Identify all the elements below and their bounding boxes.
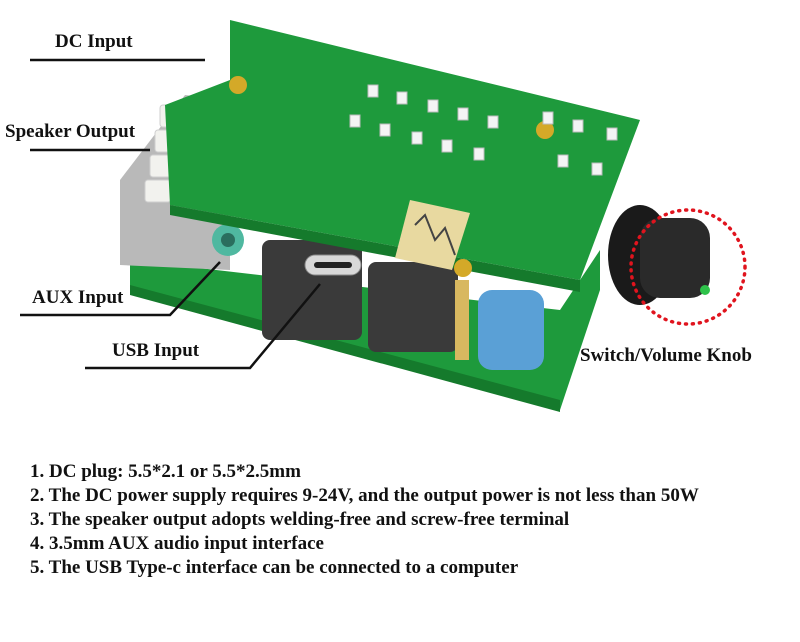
screw [454,259,472,277]
feature-item: 1. DC plug: 5.5*2.1 or 5.5*2.5mm [30,461,301,482]
upper-pcb [165,20,640,280]
capacitor [478,290,544,370]
screw [229,76,247,94]
knob-highlight-circle [629,208,747,326]
callout-lines [20,58,321,370]
aux-input-label: AUX Input [32,287,124,308]
feature-list: 1. DC plug: 5.5*2.1 or 5.5*2.5mm 2. The … [30,460,790,580]
feature-item: 4. 3.5mm AUX audio input interface [30,533,324,554]
lower-pcb [130,250,600,410]
usb-input-label: USB Input [112,340,200,361]
status-leds [349,84,618,176]
feature-item: 2. The DC power supply requires 9-24V, a… [30,485,699,506]
dc-input-label: DC Input [55,31,133,52]
knob-label: Switch/Volume Knob [580,345,752,366]
feature-item: 5. The USB Type-c interface can be conne… [30,557,519,578]
screw [536,121,554,139]
speaker-output-label: Speaker Output [5,121,136,142]
volume-knob [640,218,710,298]
feature-item: 3. The speaker output adopts welding-fre… [30,509,570,530]
product-illustration [20,20,747,412]
